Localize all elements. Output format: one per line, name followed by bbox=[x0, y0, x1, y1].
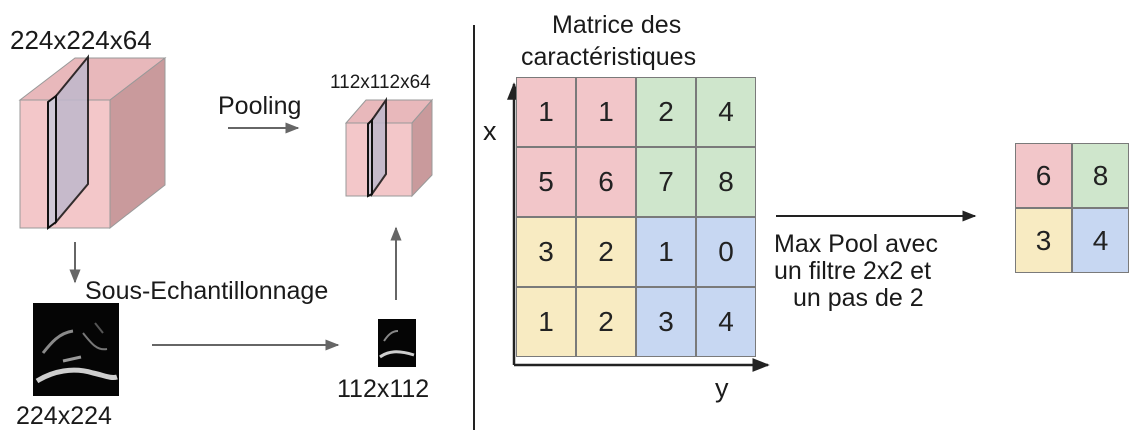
feature-matrix-cell-r2-c2: 6 bbox=[576, 147, 636, 217]
feature-matrix-cell-r4-c2: 2 bbox=[576, 287, 636, 357]
matrix-title-line2: caractéristiques bbox=[521, 43, 697, 71]
input-volume-cube bbox=[18, 54, 167, 230]
input-slice-dims-label: 224x224 bbox=[16, 402, 112, 430]
feature-matrix-cell-r3-c4: 0 bbox=[696, 217, 756, 287]
output-dims-label: 112x112x64 bbox=[330, 72, 431, 93]
input-feature-slice-image bbox=[33, 303, 119, 396]
feature-matrix-cell-r1-c4: 4 bbox=[696, 77, 756, 147]
matrix-title-line1: Matrice des bbox=[552, 11, 682, 39]
pooling-label: Pooling bbox=[218, 92, 302, 120]
feature-matrix-cell-r2-c1: 5 bbox=[516, 147, 576, 217]
pooled-matrix-cell-r2-c2: 4 bbox=[1072, 208, 1129, 273]
pooled-matrix-cell-r1-c1: 6 bbox=[1015, 143, 1072, 208]
feature-matrix-cell-r1-c3: 2 bbox=[636, 77, 696, 147]
feature-matrix-cell-r2-c4: 8 bbox=[696, 147, 756, 217]
output-volume-cube bbox=[344, 96, 434, 198]
output-slice-dims-label: 112x112 bbox=[337, 375, 430, 403]
output-feature-slice-image bbox=[378, 319, 416, 367]
feature-matrix-cell-r4-c1: 1 bbox=[516, 287, 576, 357]
feature-matrix-cell-r1-c1: 1 bbox=[516, 77, 576, 147]
pooled-matrix-cell-r1-c2: 8 bbox=[1072, 143, 1129, 208]
feature-matrix-cell-r3-c1: 3 bbox=[516, 217, 576, 287]
maxpool-text-line1: Max Pool avec bbox=[774, 230, 938, 258]
maxpool-text-line3: un pas de 2 bbox=[793, 284, 924, 312]
feature-matrix-cell-r3-c3: 1 bbox=[636, 217, 696, 287]
input-dims-label: 224x224x64 bbox=[10, 25, 152, 55]
feature-matrix-cell-r4-c4: 4 bbox=[696, 287, 756, 357]
pooled-matrix-cell-r2-c1: 3 bbox=[1015, 208, 1072, 273]
feature-matrix-cell-r3-c2: 2 bbox=[576, 217, 636, 287]
maxpool-text-line2: un filtre 2x2 et bbox=[774, 257, 932, 285]
axis-x-label: x bbox=[483, 116, 497, 146]
feature-matrix-cell-r4-c3: 3 bbox=[636, 287, 696, 357]
axis-y-label: y bbox=[715, 373, 729, 403]
subsampling-label: Sous-Echantillonnage bbox=[85, 277, 329, 305]
feature-matrix-cell-r1-c2: 1 bbox=[576, 77, 636, 147]
feature-matrix-cell-r2-c3: 7 bbox=[636, 147, 696, 217]
